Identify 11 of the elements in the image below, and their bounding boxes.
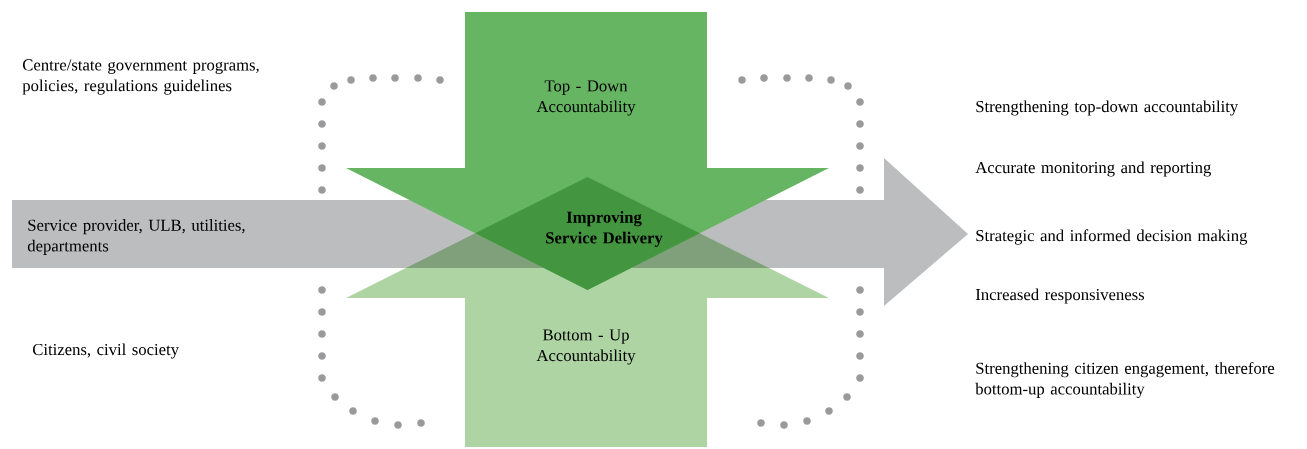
label-text: Citizens, civil society bbox=[32, 343, 179, 359]
node-text: Service provider, ULB, utilities, departments bbox=[27, 219, 245, 255]
node-text: Bottom - Up Accountability bbox=[536, 329, 636, 365]
node-text: Improving Service Delivery bbox=[546, 211, 663, 247]
label-text: Increased responsiveness bbox=[975, 288, 1145, 304]
label-text: Strengthening citizen engagement, therefore bottom-up accountability bbox=[975, 362, 1275, 398]
label-text: Centre/state government programs, policies, regulations guidelines bbox=[22, 59, 259, 95]
label-text: Strengthening top-down accountability bbox=[976, 100, 1239, 116]
label-text: Accurate monitoring and reporting bbox=[975, 161, 1211, 177]
label-text: Strategic and informed decision making bbox=[976, 229, 1248, 245]
node-text: Top - Down Accountability bbox=[536, 80, 636, 116]
